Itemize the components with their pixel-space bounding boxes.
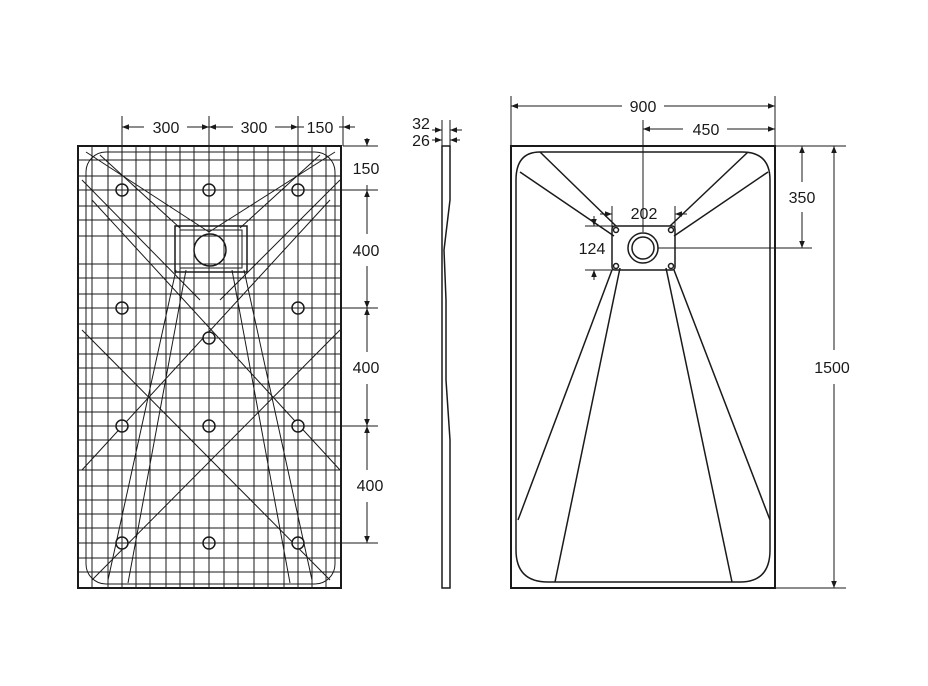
dim-label: 26 [412,133,430,150]
dim-label: 400 [357,478,384,495]
dim-label: 150 [353,161,380,178]
side-profile [441,145,451,589]
dim-label: 150 [307,120,334,137]
support-foot-icon [113,299,131,317]
drain-hole-icon [193,233,227,267]
tray-inner-rim [515,151,771,583]
dim-label: 1500 [814,360,850,377]
support-foot-icon [200,417,218,435]
dim-label: 450 [693,122,720,139]
rib-grid [78,146,341,588]
top-dim-half-width: 450 [642,120,775,232]
top-dim-width: 900 [510,96,776,146]
drain-recess [174,225,248,273]
top-dim-drain-offset: 350 [658,146,816,249]
dim-label: 400 [353,243,380,260]
support-foot-icon [289,299,307,317]
top-view: 900 450 1500 350 [510,96,850,589]
bottom-dims-top: 300 300 150 [121,116,355,150]
support-foot-icon [113,417,131,435]
top-dim-height: 1500 [775,145,850,589]
dim-label: 350 [789,190,816,207]
top-dim-drain-width: 202 [600,206,687,228]
dim-label: 124 [579,241,606,258]
bottom-view: 300 300 150 150 400 400 400 [77,116,384,589]
dim-label: 300 [153,120,180,137]
side-view: 32 26 [412,116,462,589]
support-foot-icon [289,417,307,435]
dim-label: 202 [631,206,658,223]
bottom-dims-right: 150 400 400 400 [300,138,384,544]
dim-label: 300 [241,120,268,137]
drain-slopes [517,151,771,583]
support-foot-icon [113,181,131,199]
support-foot-icon [200,329,218,347]
support-foot-icon [200,534,218,552]
support-feet [113,181,307,552]
top-dim-drain-height: 124 [579,216,614,280]
support-foot-icon [200,181,218,199]
drain-inner-ring-icon [631,236,655,260]
dim-label: 900 [630,99,657,116]
dim-label: 400 [353,360,380,377]
dim-label: 32 [412,116,430,133]
support-foot-icon [113,534,131,552]
